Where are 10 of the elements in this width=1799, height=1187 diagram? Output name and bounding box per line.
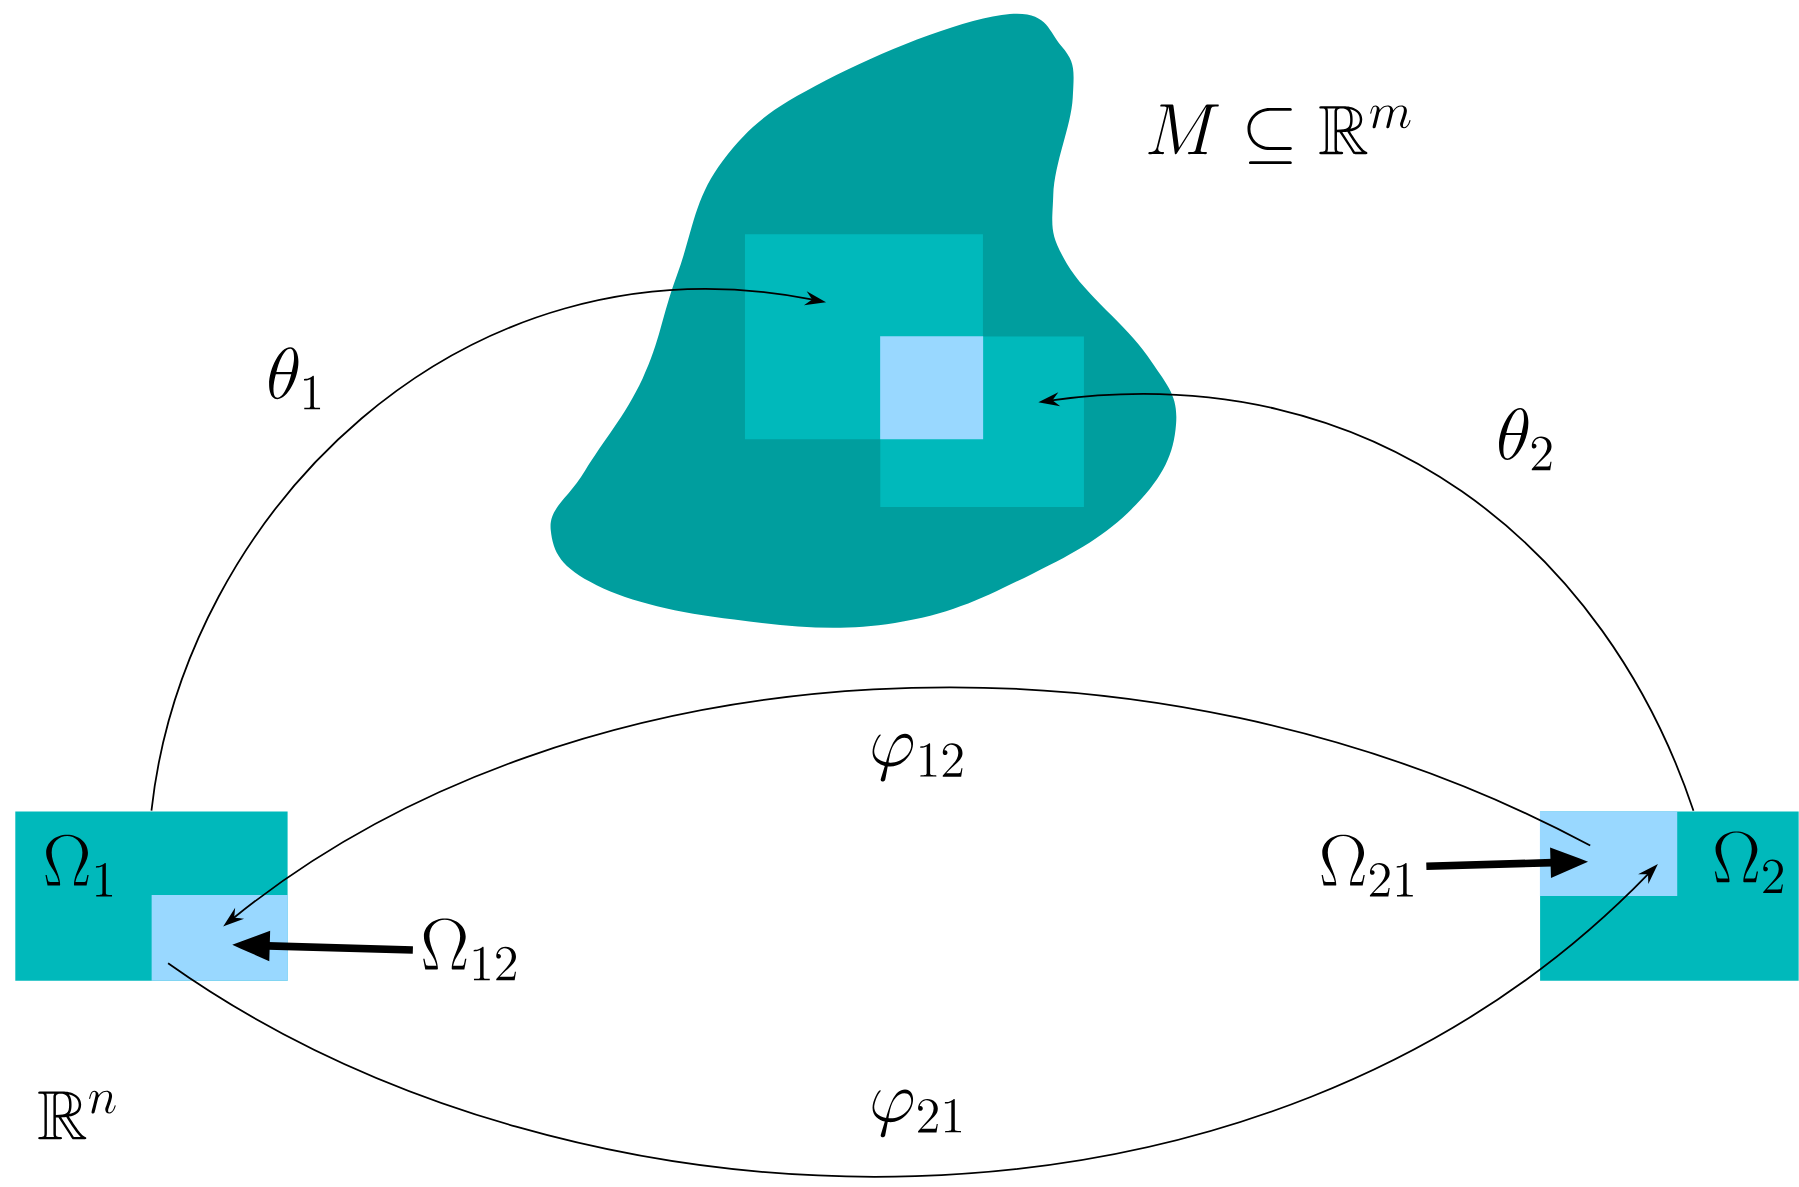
square-region (880, 336, 984, 440)
math-label: $M \subseteq \mathbb{R}^m$ (1148, 104, 1411, 164)
math-label: $\Omega_{21}$ (1321, 834, 1413, 897)
square-region (1539, 811, 1678, 896)
edge-label: $\theta_2$ (1492, 405, 1560, 474)
math-label: $\Omega_{12}$ (423, 918, 516, 981)
edge-label: $\varphi_{12}$ (865, 730, 971, 784)
edge-label: $\varphi_{21}$ (865, 1086, 971, 1139)
math-label: $\mathbb{R}^n$ (38, 1090, 116, 1140)
edge-label: $\theta_1$ (262, 344, 330, 413)
